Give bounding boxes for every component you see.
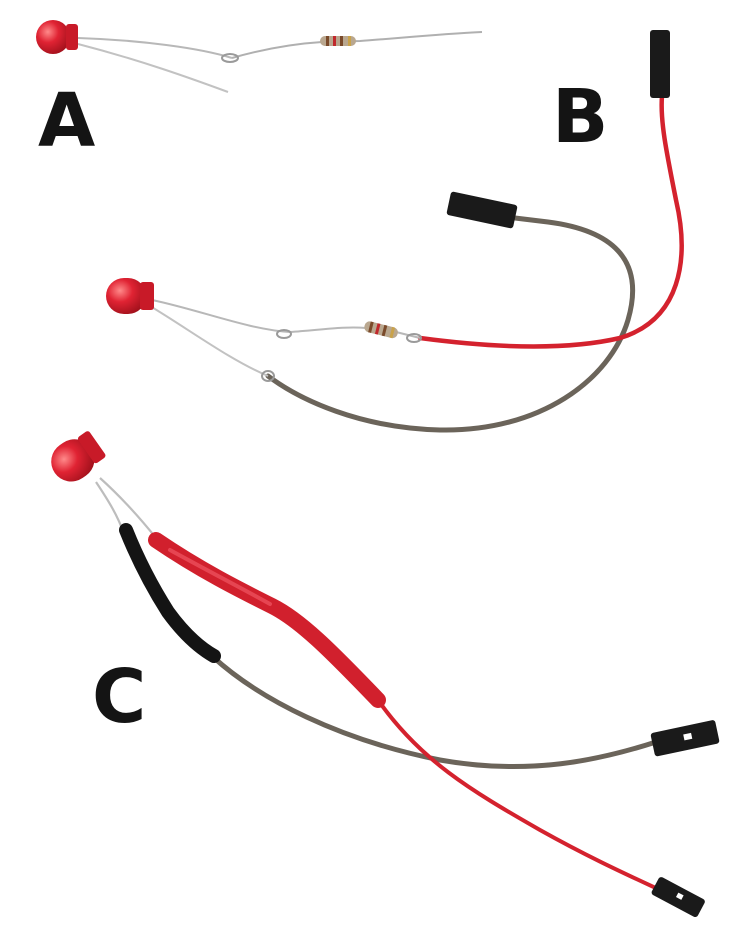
female-connector-icon <box>650 720 720 757</box>
resistor-icon <box>320 36 356 46</box>
led-icon <box>51 431 106 482</box>
resistor-icon <box>364 321 398 339</box>
assembly-b <box>106 30 684 433</box>
heat-shrink-black <box>119 523 221 663</box>
assembly-c <box>51 431 720 918</box>
led-b-leads <box>149 299 422 382</box>
label-c: C <box>92 654 147 740</box>
grey-jumper-wire <box>209 653 659 770</box>
female-connector-icon <box>651 877 705 918</box>
red-jumper-wire <box>376 698 662 892</box>
grey-jumper-wire <box>265 215 635 433</box>
female-connector-icon <box>446 191 518 229</box>
led-a-leads <box>77 31 483 93</box>
red-jumper-wire <box>417 93 684 349</box>
label-b: B <box>552 74 609 160</box>
female-connector-icon <box>650 30 670 98</box>
led-icon <box>36 20 78 54</box>
led-icon <box>106 278 154 314</box>
assembly-a <box>36 20 483 93</box>
heat-shrink-red <box>148 532 386 708</box>
label-a: A <box>38 78 96 164</box>
